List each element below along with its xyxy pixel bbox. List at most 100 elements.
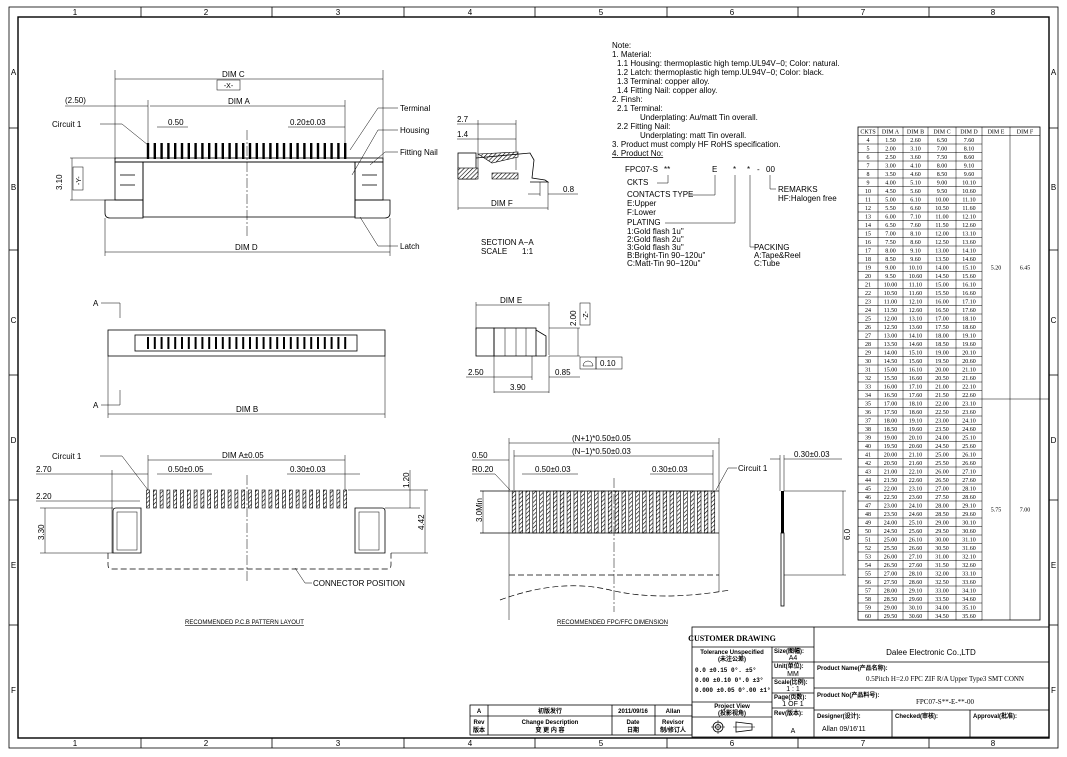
front-terminal-pin	[194, 337, 197, 349]
table-cell: 12.00	[884, 317, 898, 323]
front-terminal-pin	[249, 337, 251, 349]
pcb-pad	[153, 489, 157, 509]
pn-contact-f: F:Lower	[627, 208, 656, 217]
terminal-pin	[344, 143, 347, 159]
table-cell: 7.60	[910, 223, 921, 229]
table-cell: 4	[867, 138, 870, 144]
dim-2-00: 2.00	[569, 310, 578, 326]
fpc-conductor	[655, 490, 661, 534]
pcb-dim-2-20: 2.20	[36, 492, 52, 501]
table-cell: 9	[867, 181, 870, 187]
front-terminal-pin	[262, 337, 265, 349]
revision-rev: A	[477, 709, 482, 715]
table-cell: 7.50	[885, 240, 896, 246]
front-terminal-pin	[147, 337, 149, 349]
table-cell: 25.00	[935, 453, 949, 459]
fpc-overall-width: (N+1)*0.50±0.05	[572, 434, 631, 443]
pcb-pad	[309, 489, 314, 509]
table-cell: 10.10	[909, 266, 923, 272]
fpc-conductor	[621, 490, 626, 534]
terminal-pin	[276, 143, 279, 159]
front-terminal-pins	[147, 337, 347, 349]
table-cell: 28	[865, 342, 871, 348]
table-cell: 31	[865, 368, 871, 374]
table-cell: 21.60	[962, 376, 976, 382]
table-cell: 21.00	[884, 470, 898, 476]
fpc-circuit-1: Circuit 1	[738, 464, 768, 473]
table-cell: 30.60	[909, 614, 923, 620]
pcb-pad	[322, 489, 327, 509]
connector-position-label: CONNECTOR POSITION	[313, 579, 405, 588]
table-cell: 24.10	[962, 419, 976, 425]
table-cell: 35	[865, 402, 871, 408]
table-cell: 8.10	[910, 232, 921, 238]
dim-3-90: 3.90	[510, 383, 526, 392]
revision-h-desc: Change Description	[522, 720, 579, 726]
table-cell: 18.60	[909, 410, 923, 416]
table-cell: 28.00	[884, 589, 898, 595]
table-cell: 18	[865, 257, 871, 263]
fpc-conductor	[614, 490, 619, 534]
fpc-conductor	[662, 490, 668, 534]
fpc-thickness: 0.30±0.03	[794, 450, 830, 459]
product-name-label: Product Name(产品名称):	[817, 664, 888, 672]
table-header-cell: DIM B	[907, 130, 924, 136]
pn-plating: PLATING	[627, 218, 661, 227]
front-terminal-pin	[201, 337, 204, 349]
table-cell: 13.10	[962, 232, 976, 238]
pcb-pad	[159, 489, 164, 509]
table-cell: 29	[865, 351, 871, 357]
product-name: 0.5Pitch H=2.0 FPC ZIF R/A Upper Type3 S…	[866, 675, 1024, 683]
size-label: Size(图幅):	[774, 647, 804, 655]
table-cell: 2.00	[885, 147, 896, 153]
table-cell: 10.50	[935, 206, 949, 212]
datum-y: -Y-	[76, 176, 83, 185]
pn-dash: -	[757, 165, 760, 174]
table-cell: 20.10	[962, 351, 976, 357]
table-cell: 18.10	[962, 317, 976, 323]
table-cell: 21	[865, 283, 871, 289]
table-cell: 26	[865, 325, 871, 331]
pcb-pattern-layout: Circuit 1 DIM A±0.05 2.70 0.50±0.05 0.30…	[36, 451, 428, 626]
zone-col-3-bottom: 3	[336, 739, 341, 748]
note-2-2-plating: Underplating: matt Tin overall.	[640, 131, 746, 140]
zone-col-2-bottom: 2	[204, 739, 209, 748]
table-cell: 12.50	[935, 240, 949, 246]
table-cell: 12	[865, 206, 871, 212]
ref-2-50: (2.50)	[65, 96, 86, 105]
terminal-pin	[316, 143, 320, 159]
table-cell: 24	[865, 308, 871, 314]
table-cell: 53	[865, 555, 871, 561]
pn-packing: PACKING	[754, 243, 789, 252]
table-cell: 35.10	[962, 606, 976, 612]
table-cell: 43	[865, 470, 871, 476]
pcb-dim-4-42: 4.42	[417, 514, 426, 530]
fpc-dimension-view: (N+1)*0.50±0.05 (N−1)*0.50±0.03 0.50 R0.…	[472, 434, 852, 626]
table-cell: 11.10	[909, 283, 922, 289]
section-a-a-view: 2.7 1.4 0.8 DIM F SECTION A−A SCALE 1:1	[457, 115, 578, 256]
table-cell: 36	[865, 410, 871, 416]
table-cell: 11	[865, 198, 871, 204]
circuit-1-label: Circuit 1	[52, 120, 82, 129]
table-cell: 34.50	[935, 614, 949, 620]
table-cell: 8.50	[937, 172, 948, 178]
zone-row-c-right: C	[1051, 316, 1057, 325]
note-1-4: 1.4 Fitting Nail: copper alloy.	[617, 86, 717, 95]
pcb-pad	[187, 489, 191, 509]
zone-row-a: A	[11, 68, 17, 77]
table-cell: 22.60	[909, 478, 923, 484]
table-cell: 31.60	[962, 546, 976, 552]
front-terminal-pin	[323, 337, 326, 349]
terminal-pin	[289, 143, 292, 159]
zone-col-8-bottom: 8	[991, 739, 996, 748]
table-cell: 4.50	[885, 189, 896, 195]
pcb-pad	[180, 489, 184, 509]
table-cell: 26.50	[884, 563, 898, 569]
zone-row-e: E	[11, 561, 16, 570]
terminal-pin	[282, 143, 286, 159]
section-mark-a-top: A	[93, 299, 99, 308]
table-cell: 34.00	[935, 606, 949, 612]
rev-label: Rev(版本):	[774, 709, 803, 717]
table-cell: 34	[865, 393, 871, 399]
table-cell: 25.50	[935, 461, 949, 467]
